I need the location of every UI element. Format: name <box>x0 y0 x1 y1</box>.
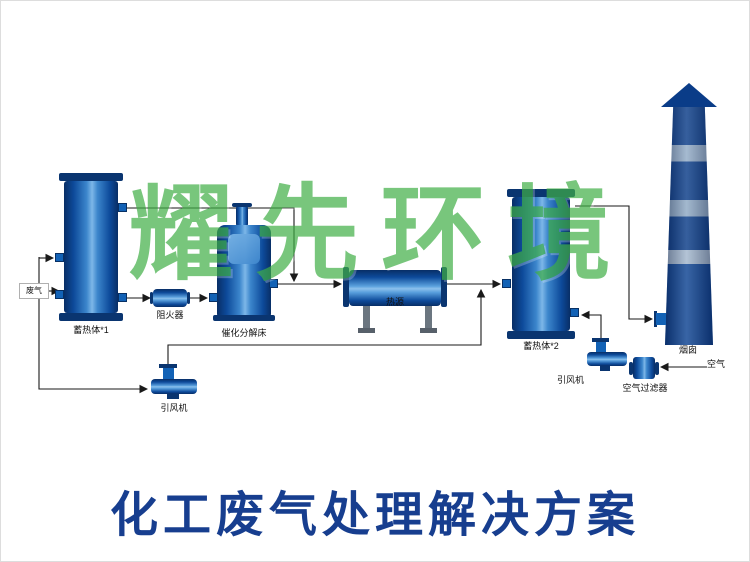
vessel2-flange-bottom <box>507 331 575 339</box>
catbed-nozzle-left <box>209 293 218 302</box>
vessel2-nozzle-left <box>502 279 511 288</box>
fan-right-base <box>600 366 610 371</box>
fan-left-body <box>151 379 197 394</box>
vessel1-nozzle-left-upper <box>55 253 64 262</box>
air-filter-flange-left <box>629 362 633 375</box>
vessel1-nozzle-left-lower <box>55 290 64 299</box>
pipe-lines <box>38 205 707 394</box>
pipe-fan-return-line <box>167 288 486 367</box>
label-heat-source: 热源 <box>385 297 404 307</box>
air-filter-body <box>633 357 655 379</box>
label-fan-left: 引风机 <box>160 403 188 413</box>
vessel1-flange-top <box>59 173 123 181</box>
pipe-wastegas-to-fan <box>38 291 149 394</box>
heatsource-flange-left <box>343 267 349 307</box>
vessel2-nozzle-right <box>570 308 579 317</box>
pipe-vessel2-to-chimney <box>575 205 654 324</box>
label-air: 空气 <box>707 359 726 369</box>
vessel2-flange-top <box>507 189 575 197</box>
catbed-top-pipe <box>236 205 248 227</box>
label-air-filter: 空气过滤器 <box>622 383 668 393</box>
chimney-body <box>665 107 713 345</box>
vessel1-nozzle-right-lower <box>118 293 127 302</box>
page-title: 化工废气处理解决方案 <box>109 489 640 542</box>
heatsource-leg-left <box>363 306 370 330</box>
label-fan-right: 引风机 <box>557 375 585 385</box>
chimney-inlet-nozzle <box>656 313 666 325</box>
catbed-inspection-panel <box>228 234 260 264</box>
chimney-inlet-flange <box>654 311 657 327</box>
vessel2-body <box>512 197 570 331</box>
heatsource-foot-left <box>358 328 375 333</box>
pipe-vessel1-top-bypass <box>127 207 299 283</box>
fan-left-outlet <box>163 367 174 380</box>
vessel1-body <box>64 181 118 313</box>
pipe-fan-to-vessel2 <box>580 310 602 341</box>
catbed-flange-bottom <box>213 315 275 321</box>
label-catalytic-bed: 催化分解床 <box>221 328 267 338</box>
fan-right-body <box>587 352 627 366</box>
watermark: 耀先环境 <box>129 178 634 293</box>
label-flame-arrester: 阻火器 <box>156 310 184 320</box>
flame-arrester-body <box>153 289 187 307</box>
fan-right-outlet <box>596 341 606 353</box>
vessel1-nozzle-right-upper <box>118 203 127 212</box>
label-waste-gas: 废气 <box>19 283 49 299</box>
catbed-top-pipe-flange <box>232 203 252 207</box>
label-heat-accumulator-1: 蓄热体*1 <box>73 325 109 335</box>
heatsource-foot-right <box>420 328 437 333</box>
fan-left-base <box>167 394 179 399</box>
label-chimney: 烟囱 <box>679 345 698 355</box>
flame-arrester-flange-left <box>150 292 153 304</box>
heatsource-flange-right <box>441 267 447 307</box>
label-heat-accumulator-2: 蓄热体*2 <box>523 341 559 351</box>
fan-right-outlet-flange <box>592 338 609 342</box>
heatsource-leg-right <box>425 306 432 330</box>
air-filter-flange-right <box>655 362 659 375</box>
flame-arrester-flange-right <box>187 292 190 304</box>
heatsource-body <box>349 270 441 306</box>
catbed-nozzle-right <box>269 279 278 288</box>
fan-left-outlet-flange <box>159 364 177 368</box>
vessel1-flange-bottom <box>59 313 123 321</box>
chimney-cone <box>661 83 717 107</box>
